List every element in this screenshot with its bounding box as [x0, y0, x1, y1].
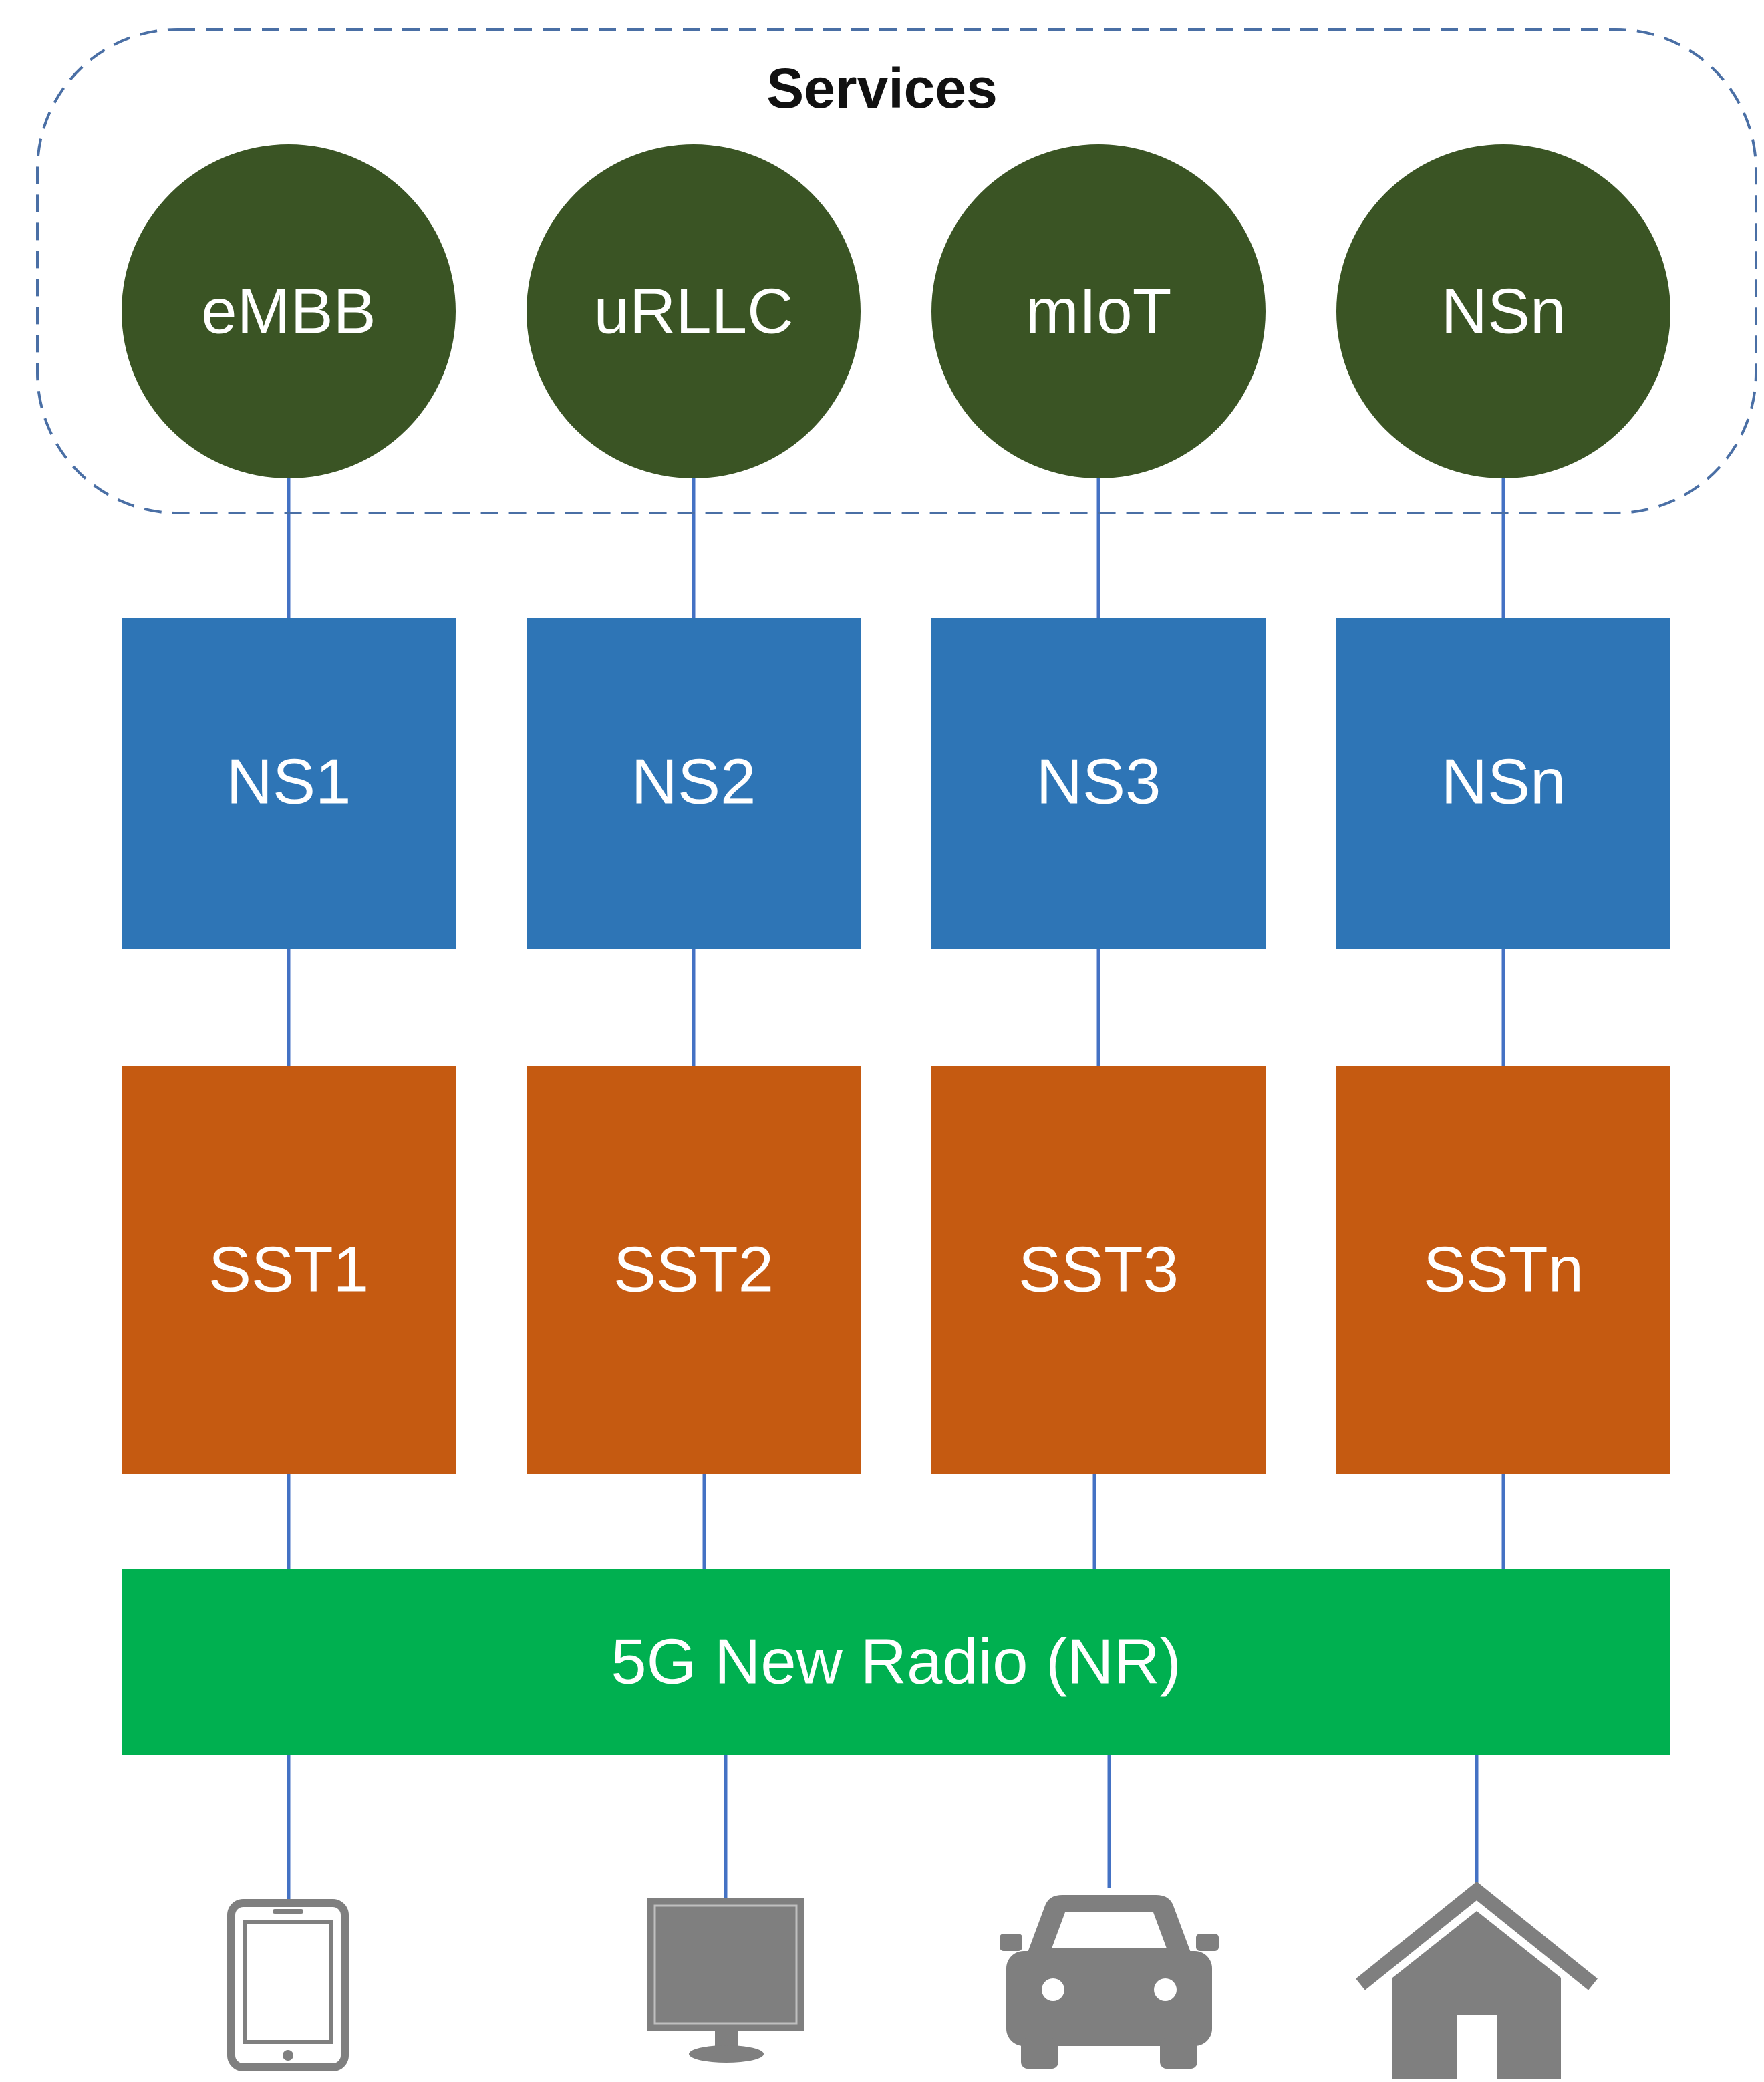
radio-bar — [122, 1569, 1670, 1755]
slice-box — [1336, 618, 1670, 949]
service-label: eMBB — [201, 276, 376, 347]
slice-box — [931, 618, 1266, 949]
slice-box — [122, 618, 456, 949]
slice-NS1: NS1 — [122, 618, 456, 949]
sst-box — [931, 1066, 1266, 1474]
service-label: NSn — [1441, 276, 1566, 347]
services-group-boundary — [36, 28, 1757, 514]
sst-label: SST2 — [613, 1234, 774, 1306]
sst-SST1: SST1 — [122, 1066, 456, 1474]
slice-label: NS1 — [227, 746, 351, 818]
radio-layer: 5G New Radio (NR) — [122, 1569, 1670, 1755]
radio-label: 5G New Radio (NR) — [611, 1626, 1181, 1698]
service-uRLLC: uRLLC — [527, 144, 861, 478]
slice-label: NS2 — [631, 746, 756, 818]
sst-label: SSTn — [1423, 1234, 1584, 1306]
slice-NSn: NSn — [1336, 618, 1670, 949]
monitor-icon — [647, 1898, 804, 2063]
slice-box — [527, 618, 861, 949]
sst-SST2: SST2 — [527, 1066, 861, 1474]
service-mIoT: mIoT — [931, 144, 1266, 478]
sst-box — [122, 1066, 456, 1474]
service-eMBB: eMBB — [122, 144, 456, 478]
sst-box — [1336, 1066, 1670, 1474]
slice-label: NS3 — [1036, 746, 1161, 818]
service-circle — [122, 144, 456, 478]
sst-SSTn: SSTn — [1336, 1066, 1670, 1474]
service-circle — [1336, 144, 1670, 478]
house-icon — [1356, 1881, 1598, 2079]
sst-SST3: SST3 — [931, 1066, 1266, 1474]
sst-label: SST3 — [1018, 1234, 1179, 1306]
service-label: uRLLC — [594, 276, 794, 347]
service-label: mIoT — [1026, 276, 1172, 347]
slice-label: NSn — [1441, 746, 1566, 818]
service-circle — [931, 144, 1266, 478]
car-icon — [1000, 1895, 1219, 2069]
service-NSn: NSn — [1336, 144, 1670, 478]
tablet-icon — [227, 1899, 349, 2071]
connectors — [287, 478, 1505, 1903]
sst-box — [527, 1066, 861, 1474]
sst-label: SST1 — [208, 1234, 369, 1306]
services-title: Services — [766, 57, 998, 120]
slice-NS3: NS3 — [931, 618, 1266, 949]
service-circle — [527, 144, 861, 478]
slice-NS2: NS2 — [527, 618, 861, 949]
